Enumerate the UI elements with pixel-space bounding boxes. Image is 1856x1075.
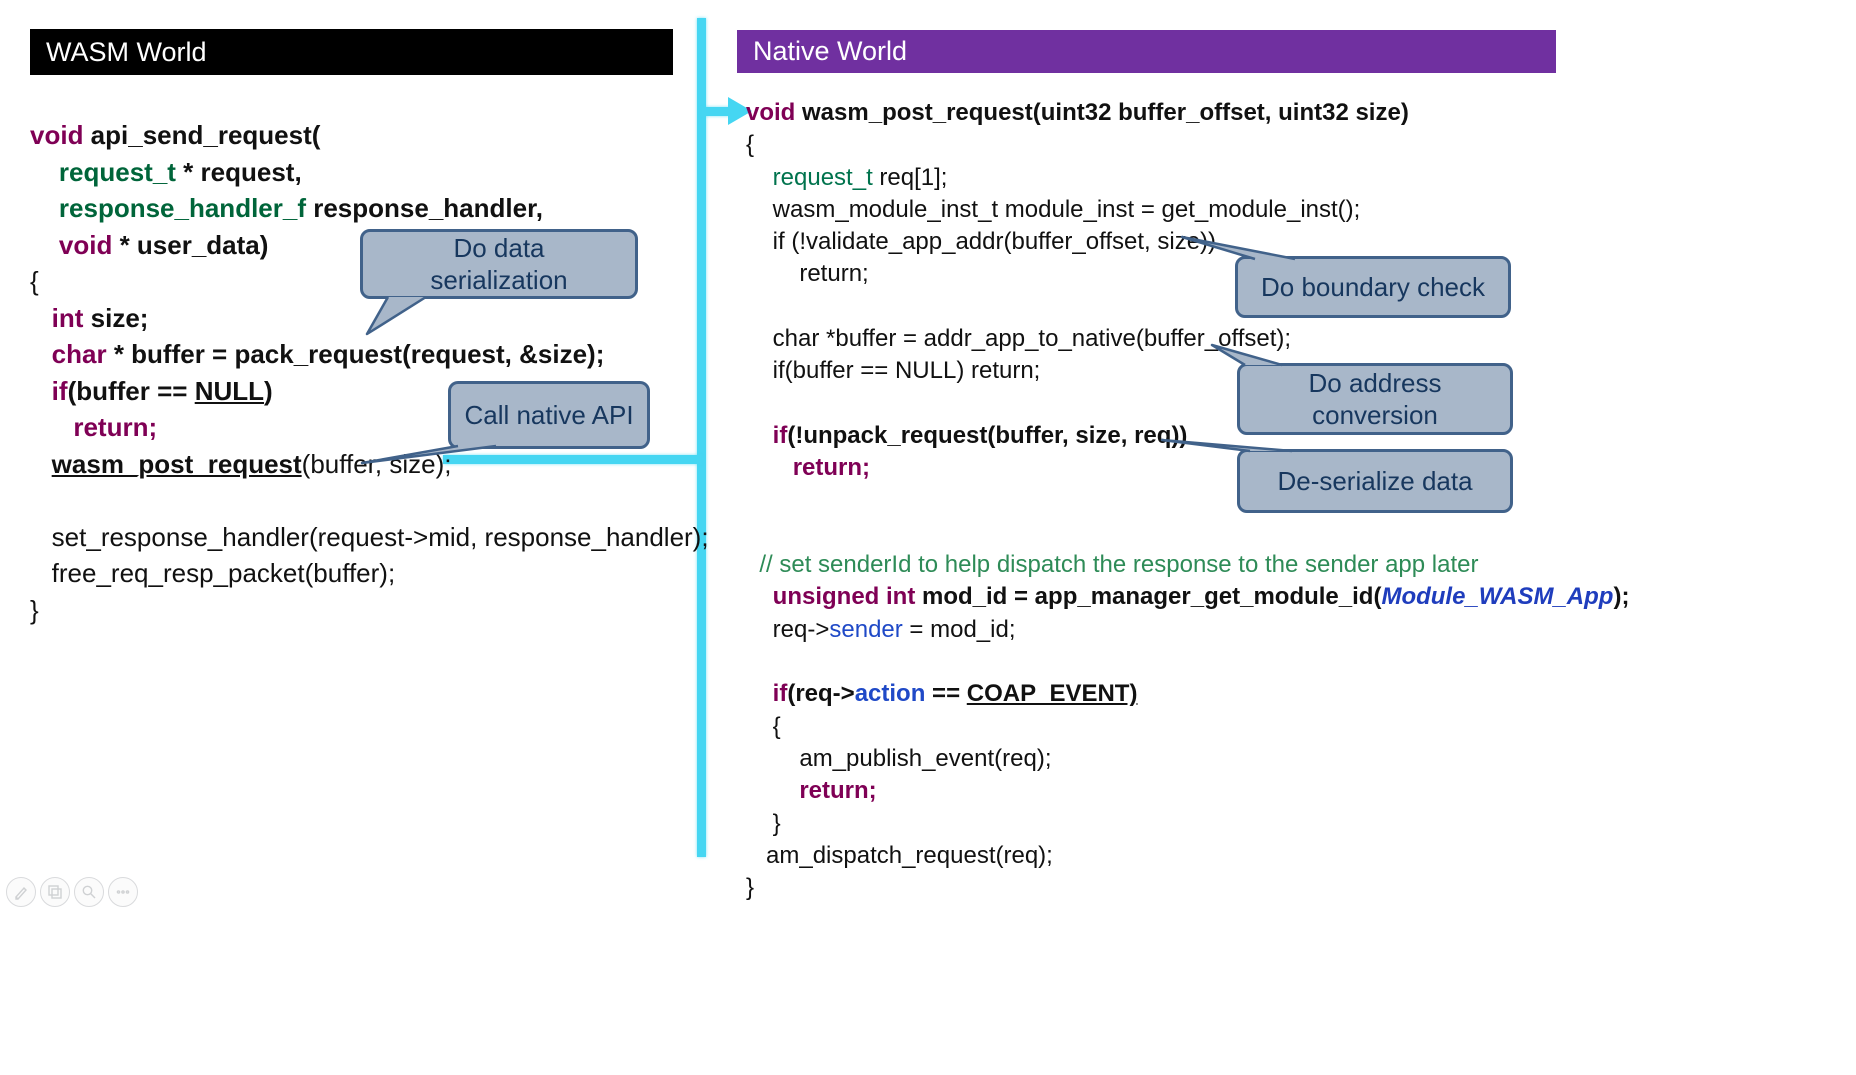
code-line: request_t req[1];	[772, 163, 948, 191]
code-line: }	[746, 809, 781, 837]
code-line	[30, 482, 709, 519]
wasm-world-header: WASM World	[30, 29, 673, 75]
zoom-icon[interactable]	[74, 877, 104, 907]
callout-call-native-api: Call native API	[448, 381, 650, 449]
slides-icon[interactable]	[40, 877, 70, 907]
code-line: am_dispatch_request(req);	[746, 841, 1053, 869]
code-line: if(req->action == COAP_EVENT)	[772, 680, 1138, 708]
code-line: return;	[746, 260, 869, 288]
code-line: {	[746, 712, 781, 740]
code-line: am_publish_event(req);	[746, 744, 1052, 772]
code-line: free_req_resp_packet(buffer);	[30, 558, 396, 588]
code-line: // set senderId to help dispatch the res…	[746, 551, 1479, 579]
wasm-world-title: WASM World	[46, 36, 207, 67]
code-line: if(buffer == NULL)	[51, 375, 273, 406]
world-divider-line	[697, 18, 706, 857]
code-line: request_t * request,	[58, 156, 302, 187]
callout-de-serialize-data: De-serialize data	[1237, 449, 1513, 513]
code-line	[746, 646, 1629, 678]
code-line: req->sender = mod_id;	[746, 615, 1016, 643]
native-code-block: void wasm_post_request(uint32 buffer_off…	[746, 97, 1629, 904]
code-line: wasm_post_request(buffer, size);	[51, 448, 452, 479]
pen-icon[interactable]	[6, 877, 36, 907]
code-line: response_handler_f response_handler,	[58, 193, 543, 223]
callout-label: De-serialize data	[1277, 465, 1473, 496]
code-line: set_response_handler(request->mid, respo…	[30, 521, 709, 552]
code-line: if(!unpack_request(buffer, size, req))	[772, 421, 1188, 449]
code-line: int size;	[51, 302, 149, 333]
code-line: char *buffer = addr_app_to_native(buffer…	[746, 325, 1292, 353]
code-line: return;	[792, 454, 871, 482]
callout-do-data-serialization: Do data serialization	[360, 229, 638, 299]
more-options-icon[interactable]	[108, 877, 138, 907]
code-line: }	[746, 874, 755, 902]
callout-label: Call native API	[464, 399, 634, 430]
callout-label: Do data serialization	[430, 232, 568, 296]
flow-arrow-shaft	[702, 107, 730, 116]
call-flow-line	[443, 455, 701, 464]
callout-do-address-conversion: Do address conversion	[1237, 363, 1513, 435]
code-line: {	[746, 131, 755, 159]
callout-label: Do boundary check	[1260, 271, 1486, 302]
native-world-header: Native World	[737, 30, 1556, 73]
code-line: }	[30, 594, 39, 625]
callout-do-boundary-check: Do boundary check	[1235, 256, 1511, 318]
flow-arrow-head-icon	[728, 97, 752, 125]
code-line: void * user_data)	[58, 229, 269, 260]
code-line: return;	[799, 777, 877, 805]
code-line: return;	[73, 412, 158, 442]
wasm-code-block: void api_send_request( request_t * reque…	[30, 117, 709, 628]
code-line	[746, 517, 1629, 549]
presenter-toolbar	[6, 877, 138, 907]
code-line: void wasm_post_request(uint32 buffer_off…	[746, 99, 1409, 126]
code-line: char * buffer = pack_request(request, &s…	[51, 339, 605, 369]
code-line: unsigned int mod_id = app_manager_get_mo…	[772, 583, 1630, 611]
callout-label: Do address conversion	[1308, 367, 1442, 431]
code-line: if(buffer == NULL) return;	[746, 357, 1041, 385]
code-line: {	[30, 266, 39, 296]
code-line: if (!validate_app_addr(buffer_offset, si…	[746, 228, 1217, 256]
native-world-title: Native World	[753, 36, 908, 66]
code-line: void api_send_request(	[30, 120, 321, 150]
code-line: wasm_module_inst_t module_inst = get_mod…	[746, 195, 1361, 223]
